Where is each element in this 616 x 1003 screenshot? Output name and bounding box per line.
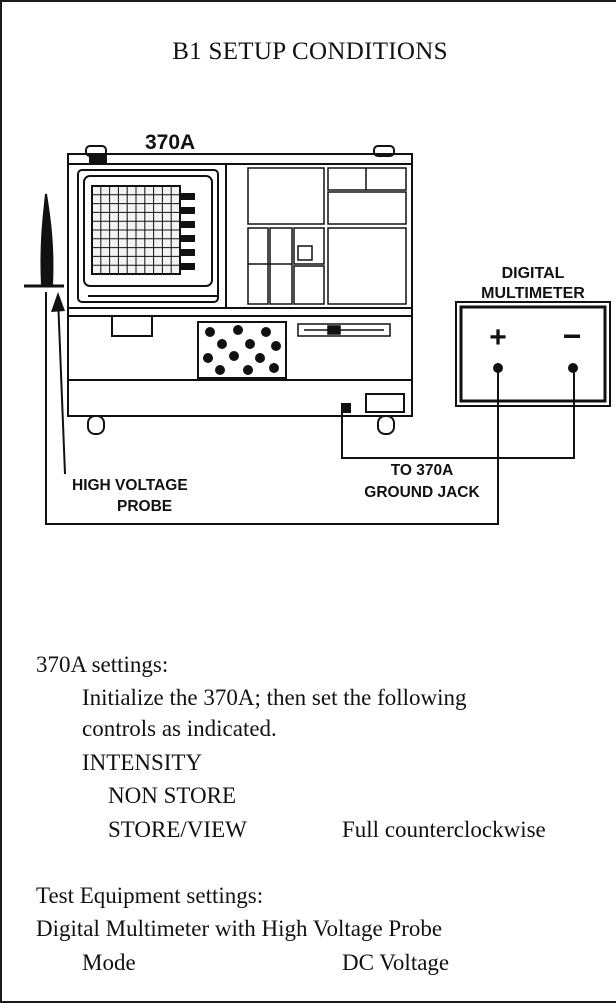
plus-terminal xyxy=(493,363,503,373)
probe-label-line1: HIGH VOLTAGE xyxy=(72,477,188,494)
settings-370a-heading: 370A settings: xyxy=(36,652,169,677)
instrument-body xyxy=(67,153,413,417)
probe-arrow-line xyxy=(57,297,66,475)
connector-dot xyxy=(243,365,253,375)
probe-label-line2: PROBE xyxy=(117,498,172,515)
instruction-line1: Initialize the 370A; then set the follow… xyxy=(82,685,467,710)
instruction-line2: controls as indicated. xyxy=(82,716,277,741)
store-view-setting: STORE/VIEW xyxy=(108,817,247,842)
crt-display xyxy=(77,169,219,303)
test-equipment-heading: Test Equipment settings: xyxy=(36,883,264,908)
connector-dot xyxy=(229,351,239,361)
connector-dot xyxy=(217,339,227,349)
plus-terminal-symbol: + xyxy=(489,321,507,354)
non-store-setting: NON STORE xyxy=(108,783,237,808)
connector-dot xyxy=(261,327,271,337)
mode-label: Mode xyxy=(82,950,136,975)
probe-arrow-head xyxy=(51,292,65,312)
digital-multimeter: DIGITAL MULTIMETER + − xyxy=(455,265,611,407)
connector-dot xyxy=(205,327,215,337)
high-voltage-probe xyxy=(24,193,64,288)
probe-cable xyxy=(45,292,499,525)
ground-label-line2: GROUND JACK xyxy=(364,484,480,501)
intensity-group: INTENSITY xyxy=(82,750,203,775)
control-panel xyxy=(247,167,407,305)
foot-left xyxy=(87,415,105,435)
ground-label-line1: TO 370A xyxy=(391,462,454,479)
connector-dot xyxy=(269,363,279,373)
setup-diagram: 370A xyxy=(24,131,611,525)
mode-value: DC Voltage xyxy=(342,950,450,975)
connector-dot xyxy=(245,339,255,349)
power-switch xyxy=(89,155,107,165)
connector-dot xyxy=(271,341,281,351)
instrument-label: 370A xyxy=(145,131,195,154)
foot-right xyxy=(377,415,395,435)
multimeter-label-line2: MULTIMETER xyxy=(481,285,585,302)
lower-left-slot xyxy=(111,315,153,337)
connector-dot xyxy=(203,353,213,363)
minus-terminal-symbol: − xyxy=(563,318,582,354)
ground-cable xyxy=(341,370,575,459)
connector-dot xyxy=(233,325,243,335)
page-title: B1 SETUP CONDITIONS xyxy=(172,38,448,65)
test-equipment-line: Digital Multimeter with High Voltage Pro… xyxy=(36,916,443,941)
front-slot xyxy=(297,323,391,337)
handle-right xyxy=(373,145,395,157)
ground-jack xyxy=(341,403,351,413)
store-view-value: Full counterclockwise xyxy=(342,817,546,842)
connector-dot xyxy=(215,365,225,375)
connector-dot xyxy=(255,353,265,363)
multimeter-label-line1: DIGITAL xyxy=(502,265,565,282)
minus-terminal xyxy=(568,363,578,373)
connector-panel xyxy=(197,321,287,379)
side-connector xyxy=(365,393,405,413)
